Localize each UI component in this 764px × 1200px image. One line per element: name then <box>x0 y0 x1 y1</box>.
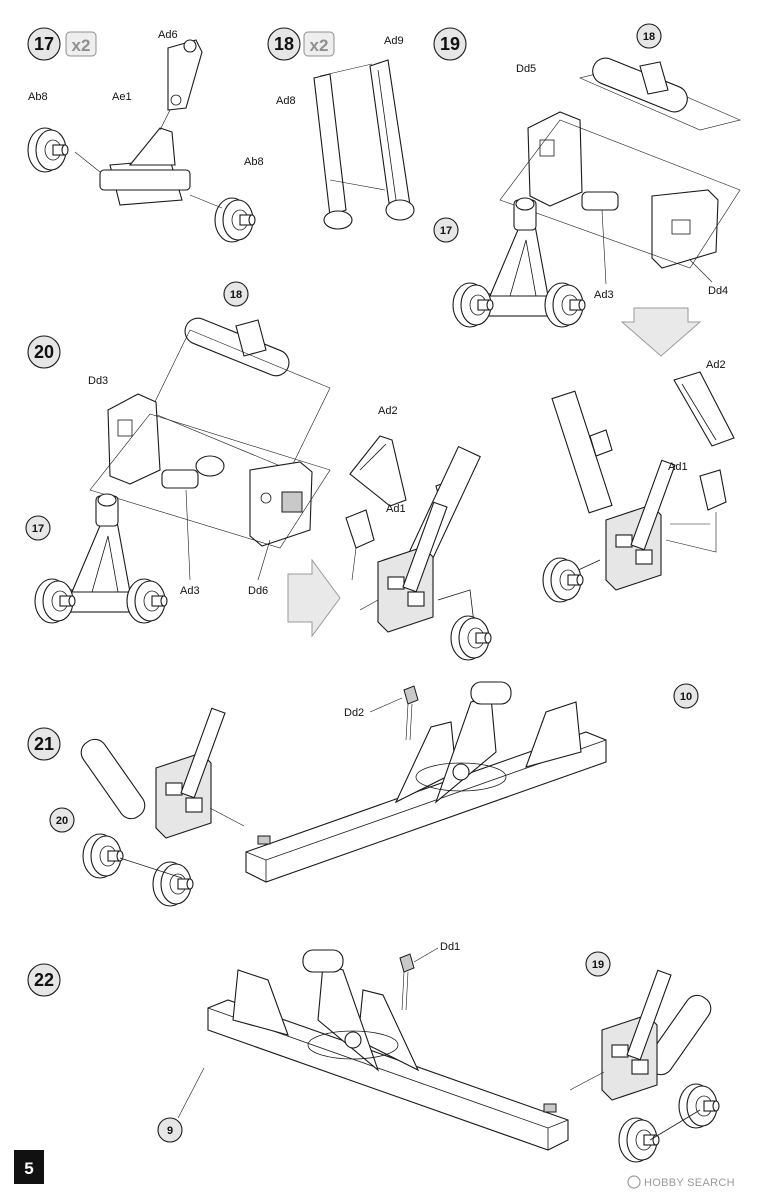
part-Dd3 <box>107 393 161 485</box>
step-number: 22 <box>34 970 54 990</box>
part-label: Ad9 <box>384 35 404 47</box>
part-label: Dd5 <box>516 63 536 75</box>
part-Ad6 <box>167 39 203 111</box>
part-assembly-10 <box>245 681 607 883</box>
ref-badge <box>433 217 459 243</box>
ref-number: 20 <box>56 815 68 827</box>
part-label: Dd2 <box>344 707 364 719</box>
arrow-right-icon <box>287 558 341 638</box>
part-label: Ad3 <box>594 289 614 301</box>
step-18: 18 x2 Ad9 Ad8 <box>267 27 415 230</box>
watermark: HOBBY SEARCH <box>627 1175 735 1189</box>
part-label: Ab8 <box>28 91 48 103</box>
multiplier-label: x2 <box>310 36 329 55</box>
step-number: 21 <box>34 734 54 754</box>
part-Ad8 <box>313 73 353 230</box>
part-label: Dd4 <box>708 285 728 297</box>
ref-number: 9 <box>167 1125 173 1137</box>
part-assembly-18 <box>592 57 688 113</box>
ref-number: 19 <box>592 959 604 971</box>
part-label: Ad1 <box>386 503 406 515</box>
part-label: Dd3 <box>88 375 108 387</box>
step-22: 22 Dd1 9 19 <box>27 941 720 1163</box>
part-Ae1 <box>99 127 191 206</box>
part-Ad3 <box>161 455 225 489</box>
part-label: Dd6 <box>248 585 268 597</box>
part-label: Ad8 <box>276 95 296 107</box>
multiplier-badge <box>65 31 97 57</box>
step-badge <box>27 27 61 61</box>
ref-badge <box>25 515 51 541</box>
step-number: 19 <box>440 34 460 54</box>
step-19: 19 18 17 Dd5 Dd4 Ad3 <box>433 23 741 357</box>
part-assembly-17 <box>35 494 167 623</box>
part-label: Ad2 <box>706 359 726 371</box>
part-assembly-19 <box>601 969 720 1163</box>
page-number-block: 5 <box>14 1150 44 1184</box>
multiplier-label: x2 <box>72 36 91 55</box>
part-assembly-9 <box>207 949 569 1151</box>
watermark-logo-icon <box>627 1175 641 1189</box>
ref-badge <box>585 951 611 977</box>
step-badge <box>27 963 61 997</box>
step-21: 21 Dd2 10 20 <box>27 681 699 907</box>
ref-number: 17 <box>440 225 452 237</box>
step-badge <box>27 727 61 761</box>
ref-badge <box>223 281 249 307</box>
part-label: Ae1 <box>112 91 132 103</box>
ref-number: 18 <box>643 31 655 43</box>
watermark-text: HOBBY SEARCH <box>644 1177 735 1189</box>
part-Dd5 <box>527 111 583 207</box>
part-Dd2 <box>403 685 419 741</box>
sub-assembly-middle <box>345 435 492 661</box>
step-20: 20 18 17 Dd3 Ad3 Dd6 <box>25 281 735 661</box>
ref-number: 18 <box>230 289 242 301</box>
part-label: Ad6 <box>158 29 178 41</box>
part-Ad9 <box>369 59 415 221</box>
step-badge <box>433 27 467 61</box>
ref-badge <box>49 807 75 833</box>
ref-badge <box>636 23 662 49</box>
part-label: Ab8 <box>244 156 264 168</box>
multiplier-badge <box>303 31 335 57</box>
part-Ad3 <box>581 191 619 211</box>
part-assembly-20 <box>80 707 226 907</box>
step-number: 17 <box>34 34 54 54</box>
arrow-down-icon <box>620 307 702 357</box>
part-label: Dd1 <box>440 941 460 953</box>
step-badge <box>267 27 301 61</box>
part-assembly-17 <box>453 198 585 327</box>
sub-assembly-right <box>542 371 735 603</box>
step-badge <box>27 335 61 369</box>
ref-number: 10 <box>680 691 692 703</box>
part-Dd6 <box>249 461 313 547</box>
page-number-badge <box>14 1150 44 1184</box>
step-number: 20 <box>34 342 54 362</box>
ref-badge <box>157 1117 183 1143</box>
part-Ab8-left <box>27 127 69 173</box>
step-17: 17 x2 Ad6 Ab8 Ae1 Ab8 <box>27 27 264 243</box>
part-assembly-18 <box>184 317 290 377</box>
ref-number: 17 <box>32 523 44 535</box>
part-label: Ad2 <box>378 405 398 417</box>
step-number: 18 <box>274 34 294 54</box>
ref-badge <box>673 683 699 709</box>
page-number: 5 <box>24 1159 33 1178</box>
part-label: Ad1 <box>668 461 688 473</box>
part-Ab8-right <box>214 197 256 243</box>
part-Dd4 <box>651 189 719 269</box>
part-Dd1 <box>399 953 415 1011</box>
part-label: Ad3 <box>180 585 200 597</box>
